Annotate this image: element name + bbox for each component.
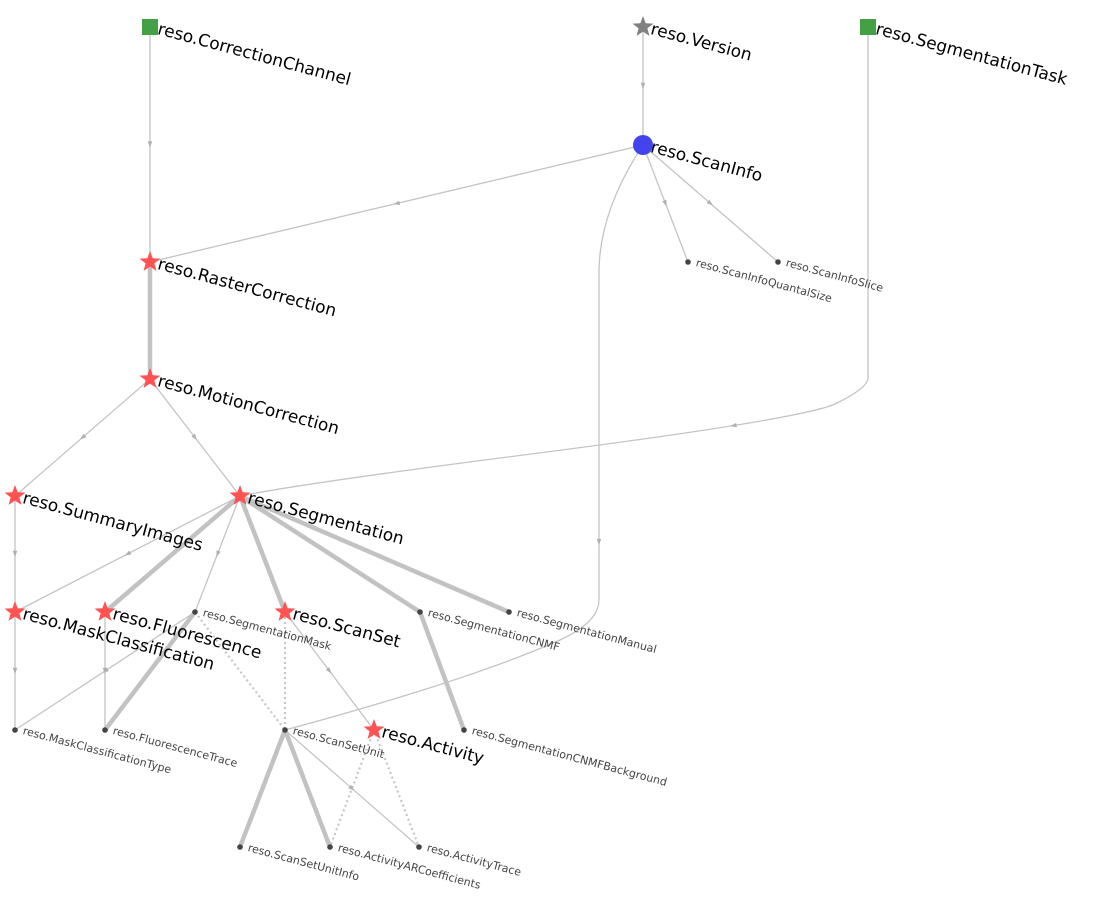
dot-icon <box>775 259 781 265</box>
edge-segmentation-to-segmentationmanual <box>239 493 510 615</box>
star-icon <box>274 601 296 621</box>
edge-segmentation-to-segmentationcnmf <box>238 494 422 614</box>
arrowhead-summaryimages-to-maskclassification <box>12 550 18 558</box>
node-motioncorrection[interactable]: reso.MotionCorrection <box>139 368 342 439</box>
node-version[interactable]: reso.Version <box>632 16 754 66</box>
square-icon <box>860 19 876 35</box>
dot-icon <box>506 609 512 615</box>
dot-icon <box>327 844 333 850</box>
dot-icon <box>12 727 18 733</box>
dot-icon <box>102 727 108 733</box>
edge-activity-to-activitytrace <box>372 729 421 848</box>
node-summaryimages[interactable]: reso.SummaryImages <box>4 485 206 556</box>
node-label: reso.SummaryImages <box>20 488 205 555</box>
node-segmentationmanual[interactable]: reso.SegmentationManual <box>506 606 658 656</box>
arrows-layer <box>12 82 737 791</box>
arrowhead-segmentation-to-maskclassification <box>124 550 132 556</box>
node-rastercorrection[interactable]: reso.RasterCorrection <box>139 251 339 321</box>
node-segmentationtask[interactable]: reso.SegmentationTask <box>860 19 1070 90</box>
edge-segmentation-to-fluorescence <box>103 494 242 614</box>
node-label: reso.MaskClassificationType <box>21 724 173 776</box>
arrowhead-fluorescence-to-fluorescencetrace <box>102 667 108 675</box>
square-icon <box>142 19 158 35</box>
edge-scansetunit-to-activityarcoefficients <box>282 729 333 848</box>
node-label: reso.RasterCorrection <box>155 254 338 321</box>
edge-segmentation-to-scanset <box>237 495 288 613</box>
arrowhead-segmentation-to-segmentationmask <box>216 550 221 557</box>
star-icon <box>139 368 161 388</box>
node-correctionchannel[interactable]: reso.CorrectionChannel <box>142 19 353 90</box>
star-icon <box>4 485 26 505</box>
star-icon <box>632 16 654 36</box>
node-label: reso.MotionCorrection <box>155 371 341 439</box>
node-segmentationcnmfbackground[interactable]: reso.SegmentationCNMFBackground <box>461 724 668 789</box>
star-icon <box>229 485 251 505</box>
arrowhead-correctionchannel-to-rastercorrection <box>147 141 153 148</box>
node-label: reso.Activity <box>379 722 486 768</box>
dot-icon <box>192 609 198 615</box>
node-label: reso.Version <box>648 19 754 65</box>
node-label: reso.SegmentationTask <box>873 19 1069 90</box>
nodes-layer: reso.CorrectionChannel reso.Version reso.S… <box>4 16 1070 892</box>
node-activity[interactable]: reso.Activity <box>363 719 486 769</box>
star-icon <box>363 719 385 739</box>
arrowhead-motioncorrection-to-segmentation <box>191 433 197 441</box>
dot-icon <box>417 609 423 615</box>
node-label: reso.CorrectionChannel <box>155 19 353 90</box>
star-icon <box>4 601 26 621</box>
arrowhead-maskclassification-to-maskclassificationtype <box>12 667 18 675</box>
dot-icon <box>282 727 288 733</box>
edge-activity-to-activityarcoefficients <box>328 729 376 848</box>
arrowhead-version-to-scaninfo <box>640 82 646 90</box>
dot-icon <box>237 844 243 850</box>
arrowhead-scaninfo-to-scansetunit <box>596 538 602 546</box>
star-icon <box>139 251 161 271</box>
arrowhead-scanset-to-activity <box>325 667 332 674</box>
edge-segmentationcnmf-to-segmentationcnmfbackground <box>417 611 467 731</box>
edge-segmentationmask-to-fluorescencetrace <box>103 610 197 732</box>
arrowhead-scaninfo-to-scaninfoquantalsize <box>662 199 667 207</box>
node-scaninfo[interactable]: reso.ScanInfo <box>633 135 765 186</box>
node-label: reso.SegmentationManual <box>515 606 658 656</box>
edges-layer <box>14 27 869 848</box>
node-label: reso.Segmentation <box>245 488 406 549</box>
node-label: reso.SegmentationCNMFBackground <box>470 724 668 789</box>
node-label: reso.ScanInfo <box>648 137 764 186</box>
arrowhead-scansetunit-to-activitytrace <box>348 784 355 791</box>
arrowhead-segmentationtask-to-segmentation <box>730 422 737 428</box>
arrowhead-motioncorrection-to-summaryimages <box>80 433 87 440</box>
edge-scansetunit-to-scansetunitinfo <box>237 729 288 848</box>
edge-scaninfo-to-scansetunit <box>284 144 644 731</box>
arrowhead-scaninfo-to-scaninfoslice <box>706 199 713 206</box>
arrowhead-scaninfo-to-rastercorrection <box>393 200 401 205</box>
node-maskclassificationtype[interactable]: reso.MaskClassificationType <box>12 724 173 777</box>
circle-icon <box>633 135 653 155</box>
star-icon <box>94 601 116 621</box>
dot-icon <box>685 259 691 265</box>
node-scanset[interactable]: reso.ScanSet <box>274 601 403 652</box>
edge-segmentationtask-to-segmentation <box>239 27 869 497</box>
dot-icon <box>416 844 422 850</box>
dot-icon <box>461 727 467 733</box>
